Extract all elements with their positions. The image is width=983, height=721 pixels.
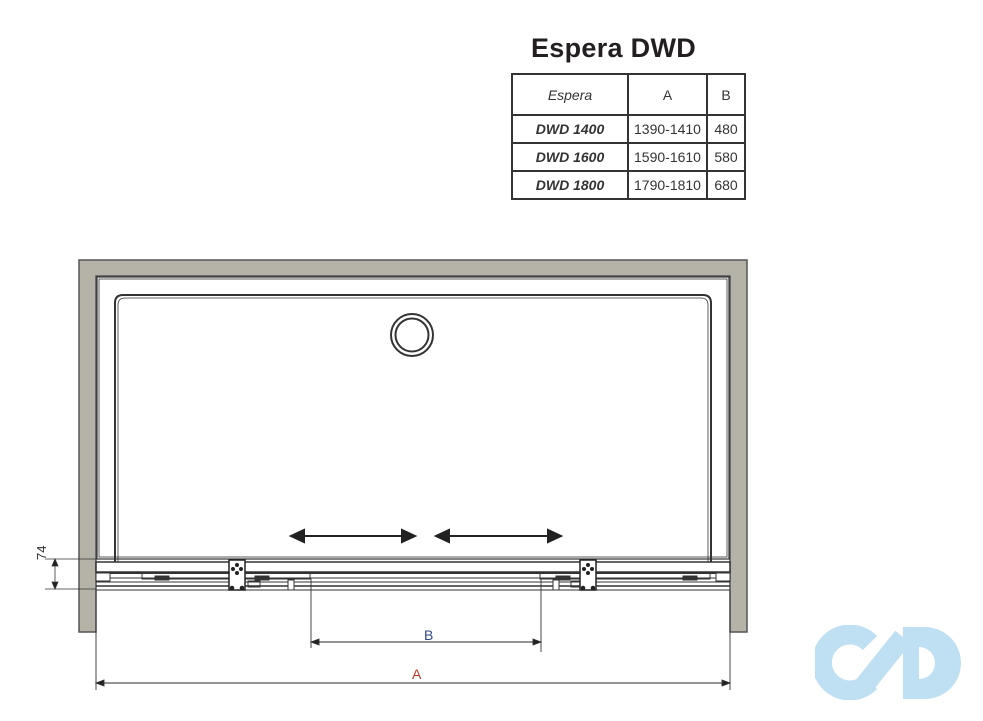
header-b: B [706, 73, 746, 116]
cell-model: DWD 1400 [511, 114, 629, 144]
dimension-b [309, 578, 543, 652]
shower-tray [96, 276, 730, 562]
cell-b: 680 [706, 170, 746, 200]
dimension-a-label: A [412, 666, 422, 682]
roller-bracket-left [228, 559, 246, 591]
dimension-b-label: B [424, 627, 434, 643]
cell-model: DWD 1600 [511, 142, 629, 172]
header-a: A [627, 73, 708, 116]
cell-a: 1790-1810 [627, 170, 708, 200]
cell-a: 1390-1410 [627, 114, 708, 144]
header-model: Espera [511, 73, 629, 116]
dimension-74-label: 74 [34, 545, 49, 560]
cell-b: 480 [706, 114, 746, 144]
dimension-74 [45, 557, 96, 591]
table-row: DWD 1600 1590-1610 580 [511, 142, 746, 172]
door-profile [95, 561, 731, 591]
sliding-direction-arrows [288, 528, 564, 544]
cell-model: DWD 1800 [511, 170, 629, 200]
roller-bracket-right [579, 559, 597, 591]
cell-a: 1590-1610 [627, 142, 708, 172]
dimension-a [94, 590, 732, 690]
cd-logo-icon [815, 625, 961, 700]
table-header-row: Espera A B [511, 73, 746, 116]
drain-icon [390, 313, 434, 357]
dimension-table: Espera A B DWD 1400 1390-1410 480 DWD 16… [511, 73, 746, 200]
wall [78, 259, 748, 633]
diagram-title: Espera DWD [531, 33, 697, 63]
table-row: DWD 1800 1790-1810 680 [511, 170, 746, 200]
table-row: DWD 1400 1390-1410 480 [511, 114, 746, 144]
cell-b: 580 [706, 142, 746, 172]
